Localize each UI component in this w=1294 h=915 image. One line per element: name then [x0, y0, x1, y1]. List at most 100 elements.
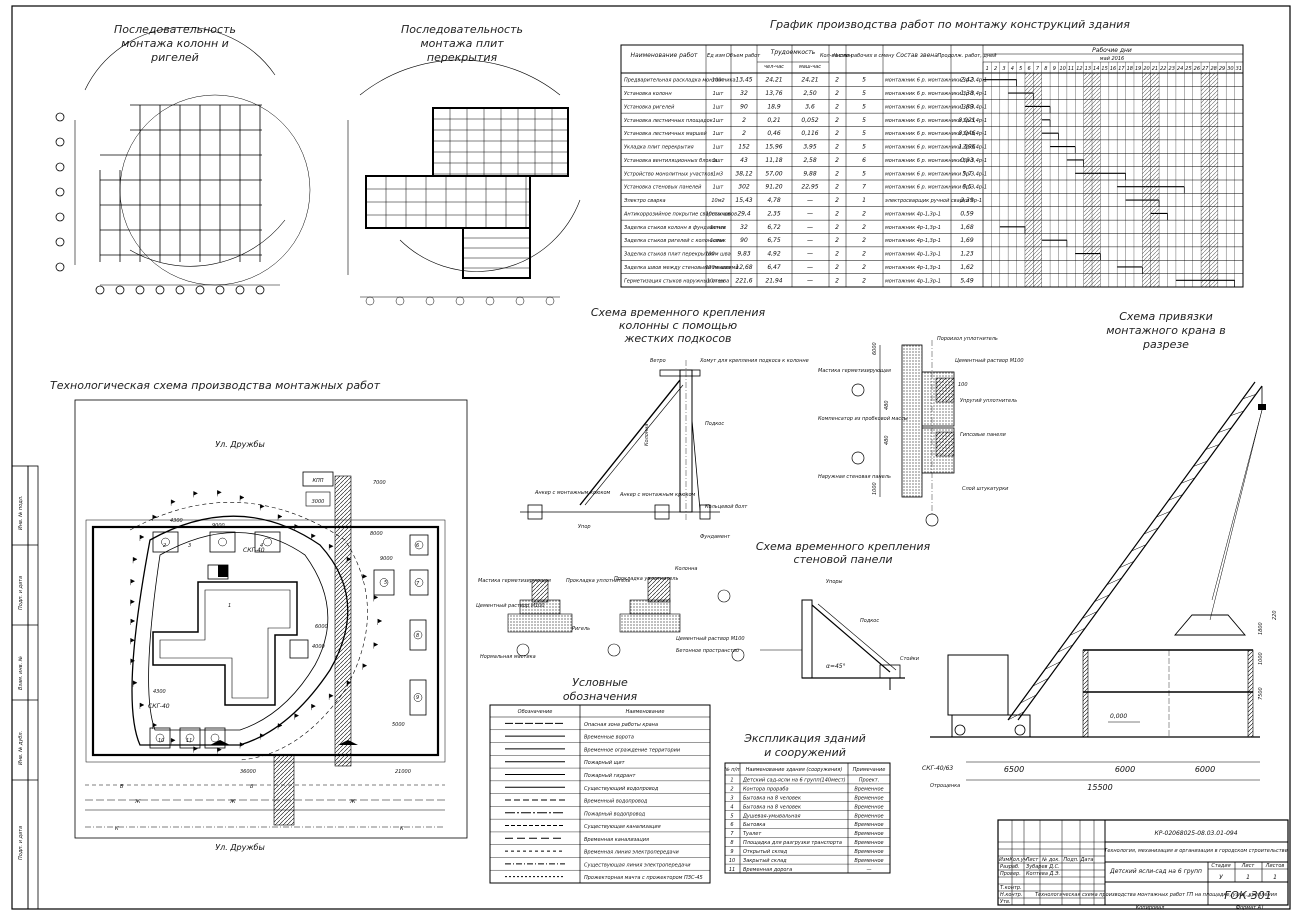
- danger-flag: [132, 680, 138, 687]
- labor-man: 21,94: [765, 277, 782, 284]
- svg-text:Схема временного крепления: Схема временного крепления: [756, 540, 931, 553]
- svg-text:Стадия: Стадия: [1211, 863, 1230, 869]
- workers: 2: [862, 277, 866, 284]
- svg-text:Анкер с монтажным крюком: Анкер с монтажным крюком: [534, 490, 611, 496]
- danger-flag: [152, 514, 158, 521]
- danger-flag: [139, 534, 145, 542]
- day-number: 17: [1118, 66, 1125, 72]
- svg-text:220: 220: [1272, 610, 1278, 620]
- svg-text:1: 1: [1273, 874, 1277, 881]
- duration: 1,89: [960, 103, 974, 110]
- site-building: [289, 639, 309, 659]
- street-bottom: Ул. Дружбы: [215, 843, 265, 852]
- duration: 6,5: [962, 184, 972, 191]
- expl-name: Площадка для разгрузки транспорта: [743, 840, 842, 846]
- crew: монтажник 6 р. монтажники 3р-3,4р-1: [885, 171, 987, 177]
- title-crane-ref: Схема привязки монтажного крана в разрез…: [1106, 310, 1226, 351]
- expl-note: Временное: [854, 796, 883, 802]
- expl-note: Временное: [854, 787, 883, 793]
- day-number: 4: [1011, 66, 1014, 72]
- danger-flag: [260, 504, 265, 511]
- site-number: 6: [416, 543, 419, 549]
- day-number: 8: [1044, 66, 1047, 72]
- svg-text:Прокладка уплотнитель: Прокладка уплотнитель: [614, 576, 679, 582]
- boom-brace: [1044, 661, 1061, 670]
- side-label: Подп. и дата: [18, 576, 24, 610]
- boom-brace: [1119, 561, 1135, 569]
- crew: монтажник 4р-1,3р-1: [885, 252, 941, 258]
- day-number: 25: [1185, 66, 1191, 72]
- danger-flag: [346, 680, 352, 687]
- work-name: Заделка швов между стеновыми панелями: [624, 265, 739, 271]
- svg-text:Ед изм: Ед изм: [707, 53, 725, 59]
- workers: 5: [862, 117, 866, 124]
- svg-text:Кол-во смен: Кол-во смен: [820, 53, 853, 59]
- expl-number: 3: [730, 796, 733, 802]
- workers: 7: [862, 184, 866, 191]
- labor-man: 13,76: [765, 90, 782, 97]
- site-number: 11: [186, 738, 192, 744]
- site-building: [179, 727, 201, 749]
- svg-text:СКГ-40: СКГ-40: [148, 703, 170, 710]
- svg-text:Технология, механизация и орга: Технология, механизация и организация в …: [1104, 848, 1287, 854]
- boom-brace: [1156, 511, 1171, 518]
- side-label: Инв. № дубл.: [18, 731, 24, 765]
- shifts: 2: [835, 251, 839, 258]
- schedule-table: Наименование работ Ед изм Объем работ Тр…: [620, 44, 1244, 288]
- axis-bubble: [55, 162, 65, 172]
- day-number: 10: [1059, 66, 1065, 72]
- boom-brace: [1242, 394, 1256, 400]
- crew: монтажник 6 р. монтажники 3р-3,4р-1: [885, 118, 987, 124]
- crew: монтажник 6 р. монтажники 3р-3,4р-1: [885, 104, 987, 110]
- slab-plan: [347, 59, 581, 306]
- svg-text:Лист: Лист: [1241, 863, 1256, 869]
- svg-text:монтажа колонн и: монтажа колонн и: [121, 37, 229, 50]
- labor-man: 91,20: [765, 184, 782, 191]
- axis-bubble: [365, 296, 375, 306]
- boom-brace: [1217, 427, 1232, 433]
- volume: 32: [740, 90, 748, 97]
- boom-brace: [1069, 627, 1086, 636]
- expl-name: Душевая-умывальная: [742, 813, 801, 819]
- crew: монтажник 6 р. монтажники 3р-3,4р-1: [885, 91, 987, 97]
- danger-flag: [130, 599, 135, 606]
- svg-text:Кол.уч: Кол.уч: [1009, 857, 1026, 863]
- labor-machine: 9,88: [803, 170, 817, 177]
- side-label: Взам. инв. №: [18, 656, 24, 690]
- unit: 1шт: [713, 118, 725, 124]
- unit: 1м3: [713, 171, 723, 177]
- weekend-shade: [1142, 73, 1151, 287]
- svg-text:1: 1: [1246, 874, 1250, 881]
- duration: 1,38: [960, 90, 974, 97]
- shifts: 2: [835, 117, 839, 124]
- crane-path: [131, 515, 349, 746]
- labor-man: 0,21: [767, 117, 780, 124]
- danger-flag: [217, 747, 222, 754]
- workers: 5: [862, 90, 866, 97]
- workers: 6: [862, 157, 866, 164]
- utility-code: В: [120, 784, 124, 790]
- svg-text:Хомут для крепления подкоса к: Хомут для крепления подкоса к колонне: [699, 358, 809, 364]
- svg-text:Коптева Д.Э.: Коптева Д.Э.: [1026, 871, 1060, 877]
- svg-text:СКГ-40/63: СКГ-40/63: [922, 765, 953, 772]
- labor-machine: —: [807, 197, 813, 204]
- volume: 9,83: [737, 251, 751, 258]
- boom-brace: [1020, 694, 1037, 704]
- svg-text:Рабочие дни: Рабочие дни: [1092, 47, 1132, 54]
- work-name: Заделка стыков плит перекрытия: [624, 252, 714, 258]
- utility-code: Ж: [134, 799, 141, 805]
- svg-text:9000: 9000: [380, 556, 393, 562]
- unit: 1шт: [713, 131, 725, 137]
- site-number: 2: [163, 543, 166, 549]
- svg-text:6000: 6000: [315, 624, 328, 630]
- svg-text:480: 480: [884, 435, 890, 445]
- labor-machine: 22,95: [801, 184, 818, 191]
- crew: монтажник 4р-1,3р-1: [885, 265, 941, 271]
- svg-text:Слой штукатурки: Слой штукатурки: [962, 486, 1009, 492]
- day-number: 14: [1093, 66, 1099, 72]
- day-number: 15: [1101, 66, 1107, 72]
- labor-machine: —: [807, 251, 813, 258]
- shifts: 2: [835, 184, 839, 191]
- svg-text:21000: 21000: [395, 769, 411, 775]
- crew: электросварщик ручной сварки 5р-1: [885, 198, 982, 204]
